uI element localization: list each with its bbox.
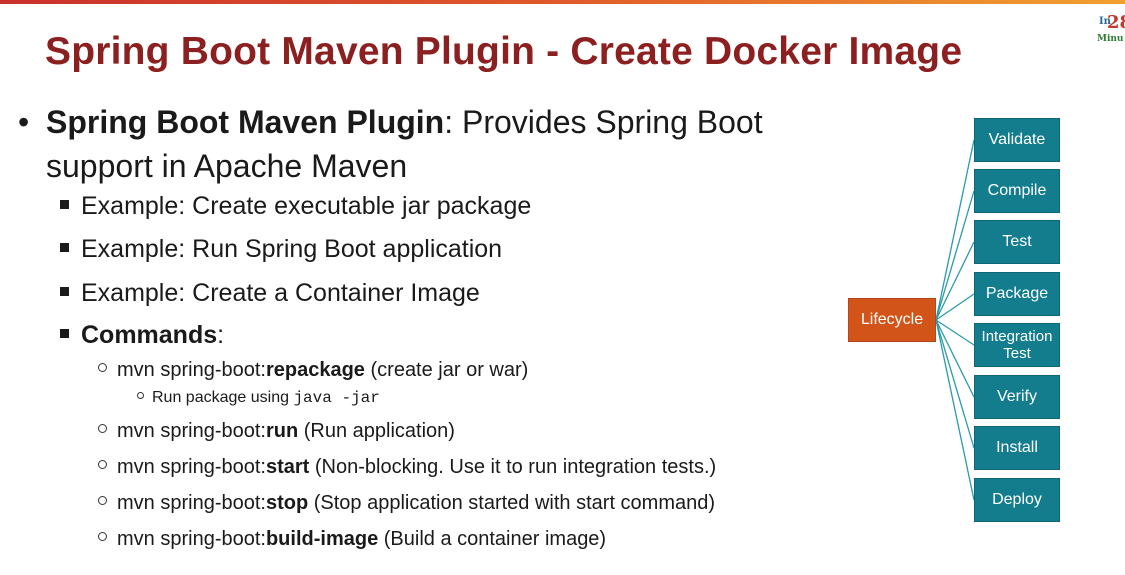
- square-bullet-icon: [60, 199, 69, 209]
- sub-command-item: Run package using java -jar: [137, 389, 380, 407]
- stage-validate: Validate: [974, 118, 1060, 162]
- connector-line: [935, 319, 975, 449]
- connector-line: [935, 319, 975, 398]
- slide-title: Spring Boot Maven Plugin - Create Docker…: [45, 30, 963, 73]
- command-item: mvn spring-boot:repackage (create jar or…: [98, 359, 528, 382]
- example-item: Example: Create a Container Image: [60, 279, 480, 308]
- circle-bullet-icon: [137, 392, 144, 400]
- command-item: mvn spring-boot:stop (Stop application s…: [98, 492, 715, 515]
- circle-bullet-icon: [98, 532, 107, 542]
- stage-integration-test: Integration Test: [974, 323, 1060, 367]
- circle-bullet-icon: [98, 424, 107, 434]
- connector-line: [935, 241, 975, 321]
- circle-bullet-icon: [98, 496, 107, 506]
- top-accent-bar: [0, 0, 1125, 4]
- square-bullet-icon: [60, 328, 69, 338]
- connector-line: [935, 190, 975, 321]
- connector-line: [935, 319, 975, 346]
- commands-heading: Commands:: [60, 321, 224, 350]
- in28minutes-logo: In 28 Minu: [1097, 12, 1125, 44]
- main-bullet-bold: Spring Boot Maven Plugin: [46, 104, 445, 140]
- lifecycle-node: Lifecycle: [848, 298, 936, 342]
- bullet-dot-icon: •: [18, 104, 30, 140]
- square-bullet-icon: [60, 286, 69, 296]
- stage-verify: Verify: [974, 375, 1060, 419]
- stage-compile: Compile: [974, 169, 1060, 213]
- main-bullet: • Spring Boot Maven Plugin: Provides Spr…: [18, 100, 818, 188]
- square-bullet-icon: [60, 242, 69, 252]
- command-item: mvn spring-boot:run (Run application): [98, 420, 455, 443]
- command-item: mvn spring-boot:build-image (Build a con…: [98, 528, 606, 551]
- stage-install: Install: [974, 426, 1060, 470]
- command-item: mvn spring-boot:start (Non-blocking. Use…: [98, 456, 716, 479]
- stage-test: Test: [974, 220, 1060, 264]
- example-item: Example: Create executable jar package: [60, 192, 531, 221]
- connector-line: [935, 139, 975, 321]
- stage-deploy: Deploy: [974, 478, 1060, 522]
- connector-line: [935, 319, 975, 501]
- example-item: Example: Run Spring Boot application: [60, 235, 502, 264]
- connector-line: [935, 293, 975, 321]
- circle-bullet-icon: [98, 363, 107, 373]
- main-bullet-text: : Provides Spring Boot support in Apache…: [46, 104, 763, 184]
- stage-package: Package: [974, 272, 1060, 316]
- circle-bullet-icon: [98, 460, 107, 470]
